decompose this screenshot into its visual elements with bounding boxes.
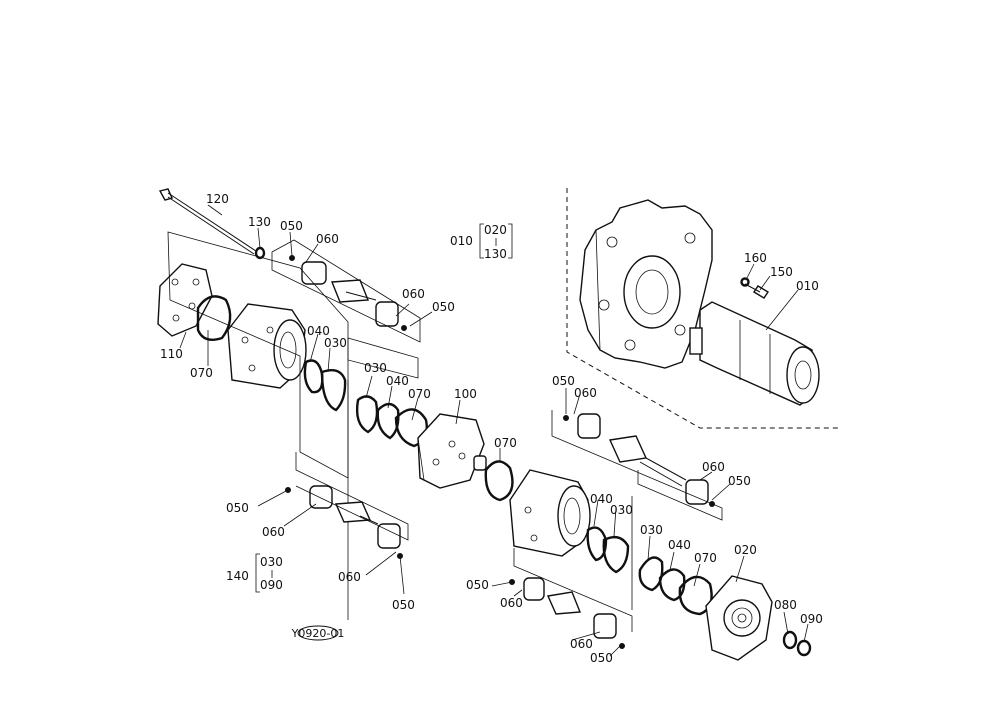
end-cover-020-icon xyxy=(705,575,773,661)
gear-housing-right-icon xyxy=(509,469,591,557)
drawing-code-badge: Y0920-01 xyxy=(291,625,345,641)
bolt-150-icon xyxy=(744,283,769,299)
label-070-d: 070 xyxy=(694,551,717,565)
label-040-a: 040 xyxy=(307,324,330,338)
box-frame-lower-left-icon xyxy=(295,452,409,541)
label-030-b: 030 xyxy=(364,361,387,375)
label-120: 120 xyxy=(206,192,229,206)
label-060-d: 060 xyxy=(338,570,361,584)
o-ring-070-icon xyxy=(196,295,232,341)
box-frame-upper-icon xyxy=(271,239,421,343)
seal-040-lower-icon xyxy=(658,568,686,602)
box-frame-lower-right-icon xyxy=(513,548,633,632)
label-070-c: 070 xyxy=(494,436,517,450)
gear-housing-left-icon xyxy=(227,303,307,389)
label-060-h: 060 xyxy=(570,637,593,651)
seal-040-left-icon xyxy=(303,359,324,394)
label-060-b: 060 xyxy=(402,287,425,301)
label-020: 020 xyxy=(734,543,757,557)
engine-housing-illustration xyxy=(566,188,838,429)
label-060-g: 060 xyxy=(500,596,523,610)
label-130: 130 xyxy=(248,215,271,229)
label-040-b: 040 xyxy=(386,374,409,388)
label-150: 150 xyxy=(770,265,793,279)
seal-030-right-icon xyxy=(602,535,630,574)
snap-ring-090-icon xyxy=(796,639,812,657)
svg-text:030: 030 xyxy=(260,555,283,569)
long-bolt-120-icon xyxy=(158,188,257,255)
label-100: 100 xyxy=(454,387,477,401)
svg-text:140: 140 xyxy=(226,569,249,583)
label-060-f: 060 xyxy=(702,460,725,474)
hydraulic-pump-assembly xyxy=(689,301,820,406)
label-070-a: 070 xyxy=(190,366,213,380)
label-050-d: 050 xyxy=(392,598,415,612)
label-090: 090 xyxy=(800,612,823,626)
label-050-e: 050 xyxy=(552,374,575,388)
lower-left-gear-set-icon xyxy=(285,485,403,559)
leader-lines xyxy=(179,204,809,657)
label-030-a: 030 xyxy=(324,336,347,350)
box-frame-left-icon xyxy=(167,231,349,479)
label-030-d: 030 xyxy=(640,523,663,537)
right-upper-gear-set-icon xyxy=(563,413,715,507)
label-050-h: 050 xyxy=(590,651,613,665)
label-050-b: 050 xyxy=(432,300,455,314)
label-030-c: 030 xyxy=(610,503,633,517)
label-080: 080 xyxy=(774,598,797,612)
o-ring-070-center-icon xyxy=(484,460,514,502)
label-050-g: 050 xyxy=(466,578,489,592)
svg-text:020: 020 xyxy=(484,223,507,237)
label-070-b: 070 xyxy=(408,387,431,401)
svg-text:010: 010 xyxy=(450,234,473,248)
seal-030-left-icon xyxy=(320,369,347,412)
label-060-e: 060 xyxy=(574,386,597,400)
coupling-icon xyxy=(473,455,487,471)
seal-030-mid-icon xyxy=(355,395,379,434)
seal-030-lower-icon xyxy=(638,556,664,592)
label-040-d: 040 xyxy=(668,538,691,552)
washer-160-icon xyxy=(740,277,750,287)
label-110: 110 xyxy=(160,347,183,361)
svg-text:130: 130 xyxy=(484,247,507,261)
label-060-a: 060 xyxy=(316,232,339,246)
box-frame-right-upper-icon xyxy=(551,410,723,521)
label-050-c: 050 xyxy=(226,501,249,515)
label-060-c: 060 xyxy=(262,525,285,539)
seal-080-icon xyxy=(782,630,798,650)
upper-gear-set-icon xyxy=(289,255,407,331)
label-010: 010 xyxy=(796,279,819,293)
assembly-140-group: 140 030 090 xyxy=(226,553,283,593)
box-frame-mid-icon xyxy=(347,337,419,379)
label-160: 160 xyxy=(744,251,767,265)
label-050-f: 050 xyxy=(728,474,751,488)
svg-text:Y0920-01: Y0920-01 xyxy=(291,627,345,640)
svg-text:090: 090 xyxy=(260,578,283,592)
assembly-010-group: 010 020 130 xyxy=(450,223,513,261)
label-040-c: 040 xyxy=(590,492,613,506)
label-050-a: 050 xyxy=(280,219,303,233)
